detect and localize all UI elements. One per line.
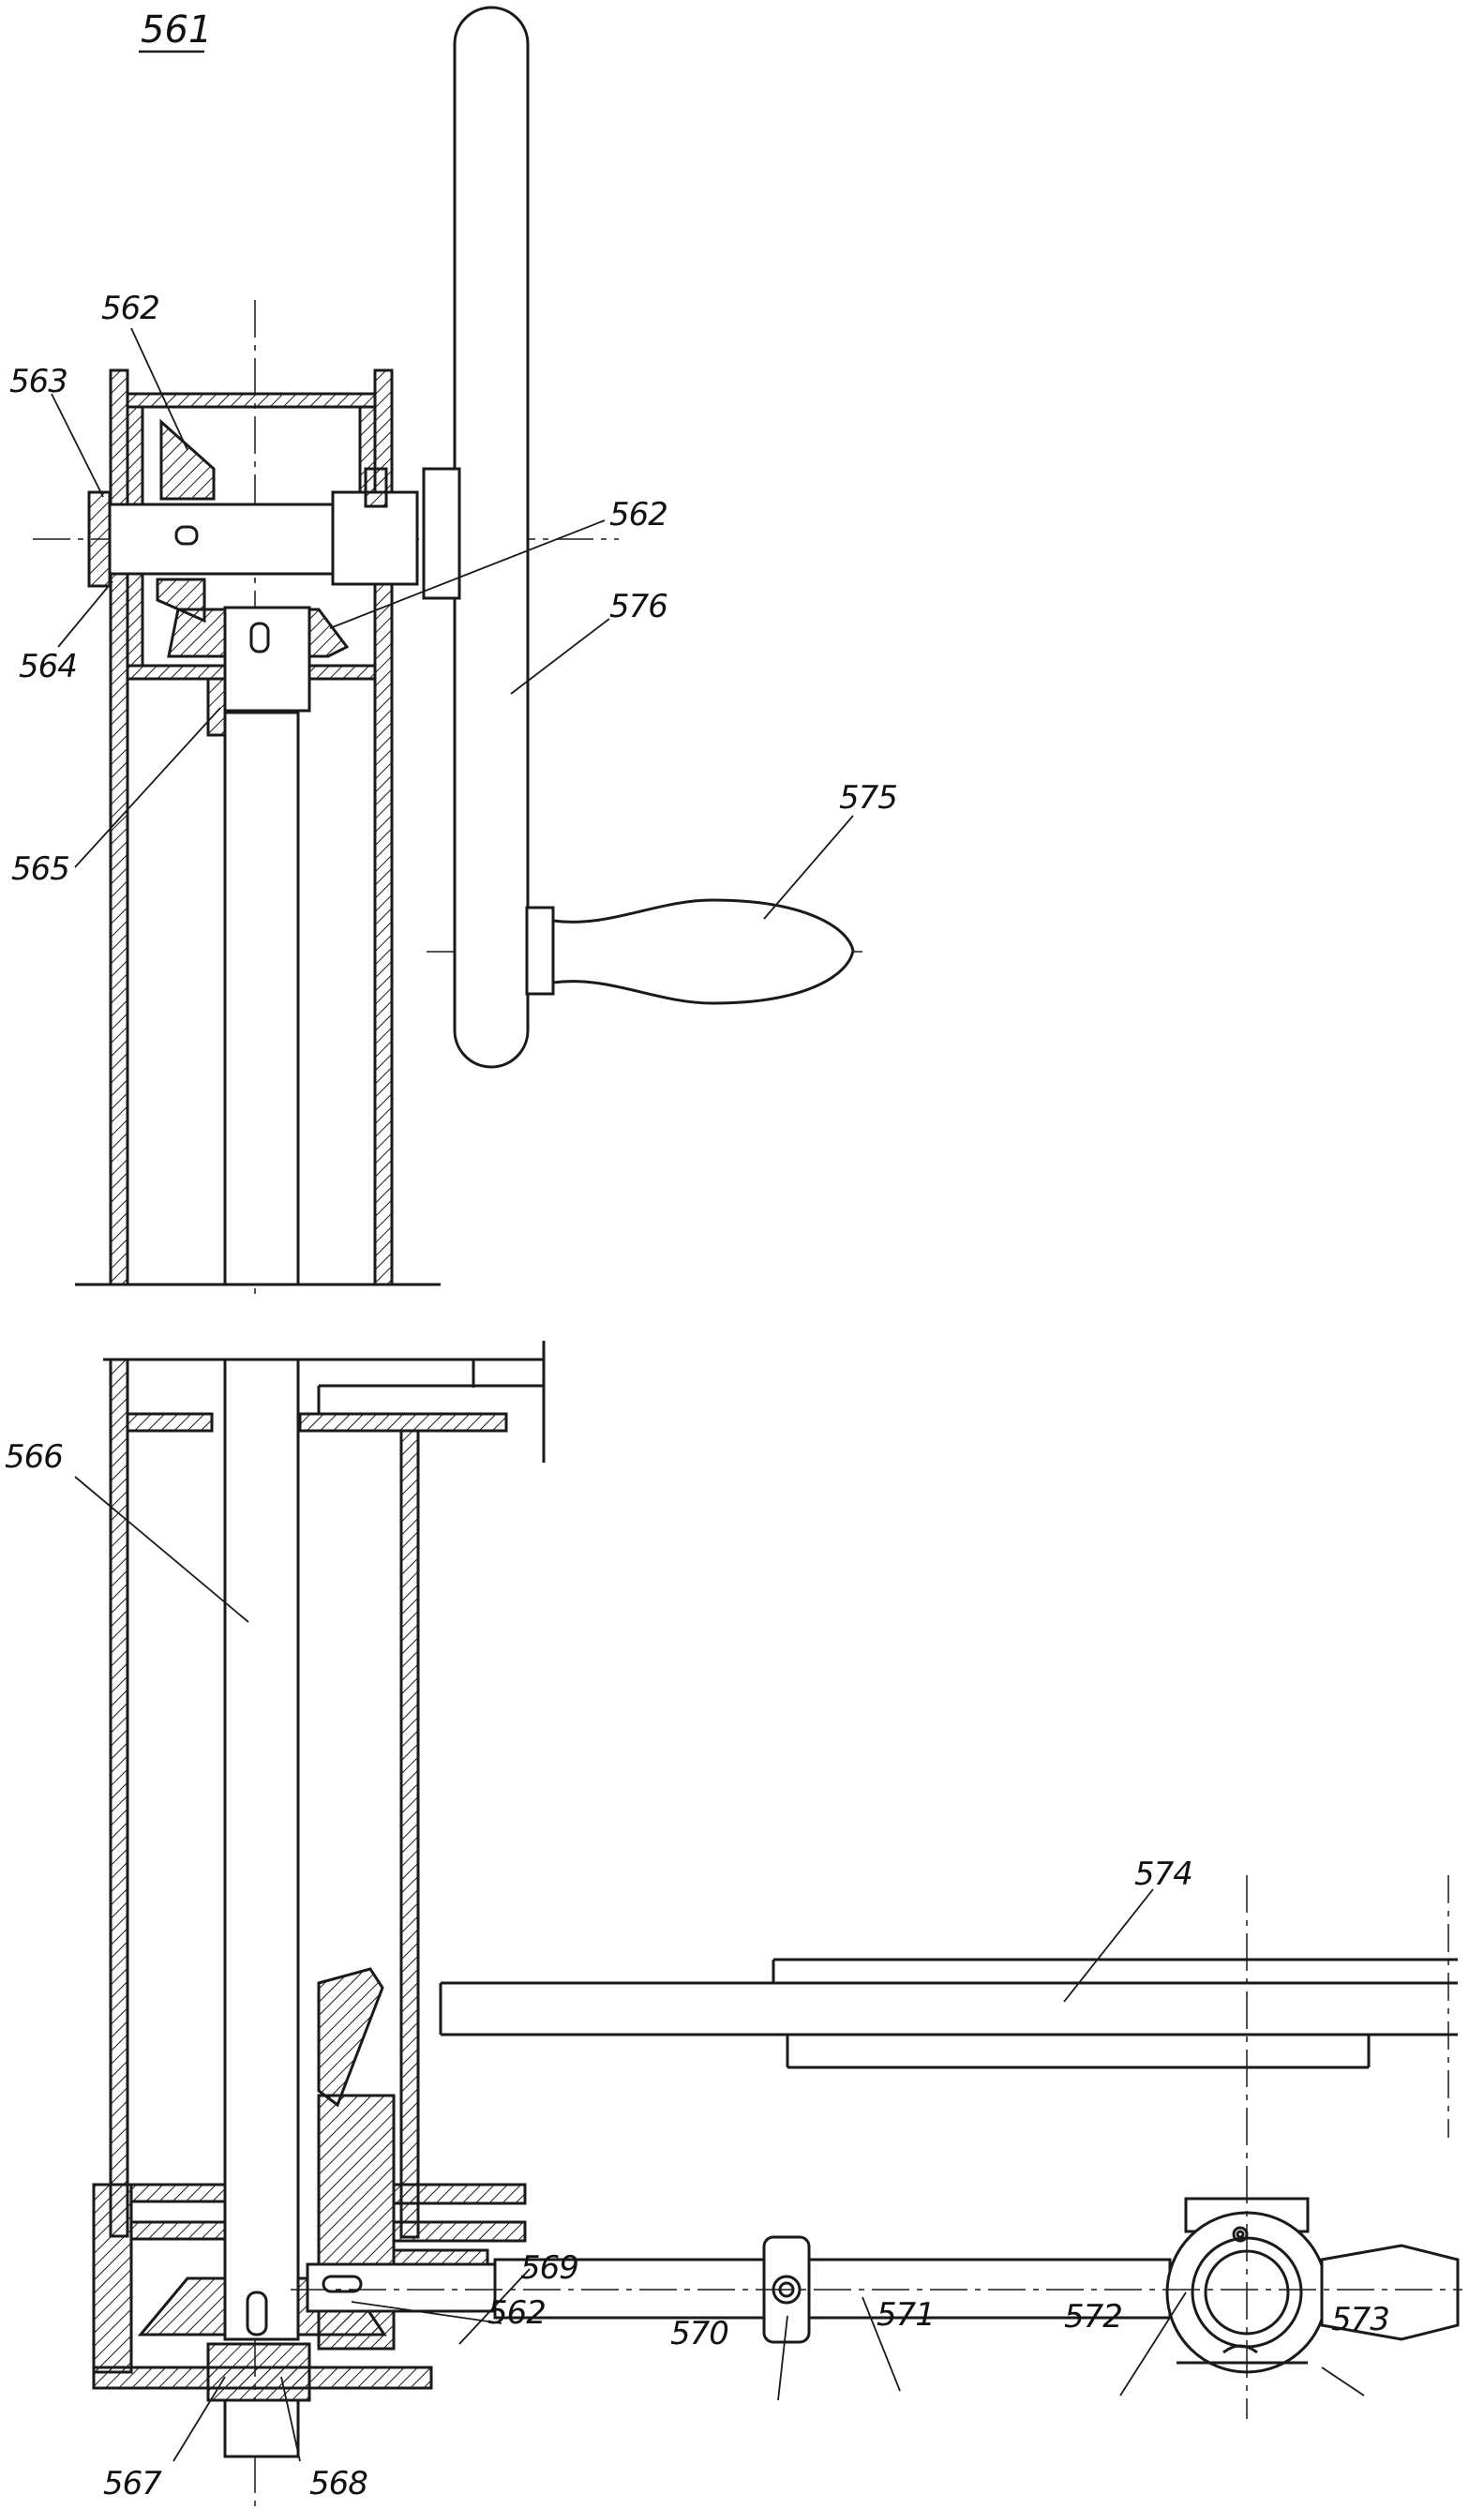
label-575: 575 bbox=[839, 779, 897, 817]
label-573: 573 bbox=[1331, 2301, 1389, 2338]
label-565: 565 bbox=[11, 850, 69, 888]
vertical-shaft bbox=[223, 711, 300, 2341]
label-566: 566 bbox=[5, 1438, 63, 1476]
label-563: 563 bbox=[9, 363, 67, 400]
lower-horizontal-shaft-571 bbox=[306, 2248, 1172, 2320]
label-576: 576 bbox=[609, 588, 667, 625]
bottom-bushing bbox=[206, 2291, 311, 2458]
crank-handle-575 bbox=[525, 898, 855, 1005]
label-574: 574 bbox=[1134, 1855, 1192, 1893]
leader-lines bbox=[51, 327, 1365, 2462]
label-562-bottom: 562 bbox=[487, 2294, 546, 2332]
upper-gears bbox=[156, 418, 350, 737]
figure-number: 561 bbox=[141, 8, 212, 52]
handwheel-576 bbox=[422, 6, 530, 1069]
label-567: 567 bbox=[103, 2465, 162, 2502]
label-572: 572 bbox=[1064, 2298, 1122, 2336]
label-564: 564 bbox=[19, 648, 77, 685]
nut-block-572 bbox=[1165, 2197, 1460, 2374]
upper-centerlines bbox=[33, 216, 862, 1294]
label-570: 570 bbox=[670, 2315, 728, 2352]
label-571: 571 bbox=[877, 2296, 935, 2334]
label-568: 568 bbox=[309, 2465, 367, 2502]
label-569: 569 bbox=[520, 2249, 578, 2287]
table-574 bbox=[439, 1875, 1458, 2138]
label-562-top: 562 bbox=[101, 290, 159, 327]
lower-housing bbox=[92, 1341, 546, 2390]
upper-horizontal-shaft bbox=[87, 467, 419, 588]
label-562-right: 562 bbox=[609, 496, 667, 533]
